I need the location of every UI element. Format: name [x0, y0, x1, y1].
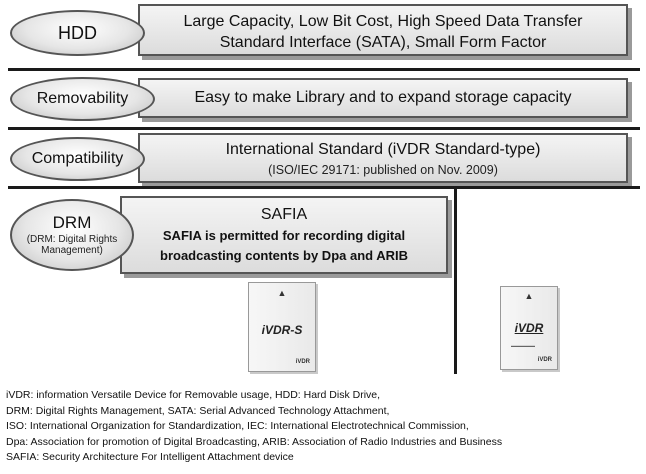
hdd-feature-box: Large Capacity, Low Bit Cost, High Speed…	[138, 4, 628, 56]
compatibility-feature-line-1: International Standard (iVDR Standard-ty…	[225, 141, 541, 158]
hdd-feature-line-2: Standard Interface (SATA), Small Form Fa…	[219, 34, 547, 51]
safia-feature-box: SAFIA SAFIA is permitted for recording d…	[120, 196, 448, 274]
divider-2	[8, 127, 640, 130]
drm-sublabel-line-2: Management)	[41, 244, 103, 256]
ivdr-small-print: ▬▬▬▬▬▬	[511, 343, 535, 348]
ivdr-brand-mark: iVDR	[537, 357, 552, 363]
ivdr-s-device-image: ▲ iVDR-S iVDR	[248, 282, 316, 372]
insert-arrow-icon: ▲	[277, 288, 287, 298]
footnote-line: iVDR: information Versatile Device for R…	[6, 389, 381, 401]
removability-ellipse: Removability	[10, 77, 155, 121]
hdd-feature-line-1: Large Capacity, Low Bit Cost, High Speed…	[183, 13, 583, 30]
compatibility-ellipse: Compatibility	[10, 137, 145, 181]
abbreviation-footnotes: iVDR: information Versatile Device for R…	[6, 388, 642, 466]
vertical-divider	[454, 186, 457, 374]
safia-line-2: broadcasting contents by Dpa and ARIB	[160, 248, 408, 263]
compatibility-label: Compatibility	[31, 149, 124, 167]
insert-arrow-icon: ▲	[524, 291, 534, 301]
drm-ellipse: DRM (DRM: Digital Rights Management)	[10, 199, 134, 271]
footnote-line: Dpa: Association for promotion of Digita…	[6, 435, 503, 448]
safia-title: SAFIA	[260, 206, 308, 223]
ivdr-s-logo: iVDR-S	[261, 323, 303, 337]
hdd-ellipse: HDD	[10, 10, 145, 56]
footnote-line: DRM: Digital Rights Management, SATA: Se…	[6, 404, 390, 417]
compatibility-feature-line-2: (ISO/IEC 29171: published on Nov. 2009)	[268, 163, 498, 177]
ivdr-logo: iVDR	[514, 321, 544, 335]
divider-3	[8, 186, 640, 189]
ivdr-device-image: ▲ iVDR ▬▬▬▬▬▬ iVDR	[500, 286, 558, 370]
drm-label: DRM	[52, 212, 92, 232]
safia-line-1: SAFIA is permitted for recording digital	[162, 228, 406, 243]
footnote-line: ISO: International Organization for Stan…	[6, 420, 469, 433]
compatibility-feature-box: International Standard (iVDR Standard-ty…	[138, 133, 628, 183]
footnote-line: SAFIA: Security Architecture For Intelli…	[6, 451, 294, 464]
hdd-label: HDD	[58, 22, 97, 43]
removability-label: Removability	[36, 89, 129, 107]
ivdr-s-brand-mark: iVDR	[295, 359, 310, 365]
removability-feature-box: Easy to make Library and to expand stora…	[138, 78, 628, 118]
removability-feature-text: Easy to make Library and to expand stora…	[194, 89, 572, 106]
divider-1	[8, 68, 640, 71]
drm-sublabel-line-1: (DRM: Digital Rights	[26, 234, 118, 246]
